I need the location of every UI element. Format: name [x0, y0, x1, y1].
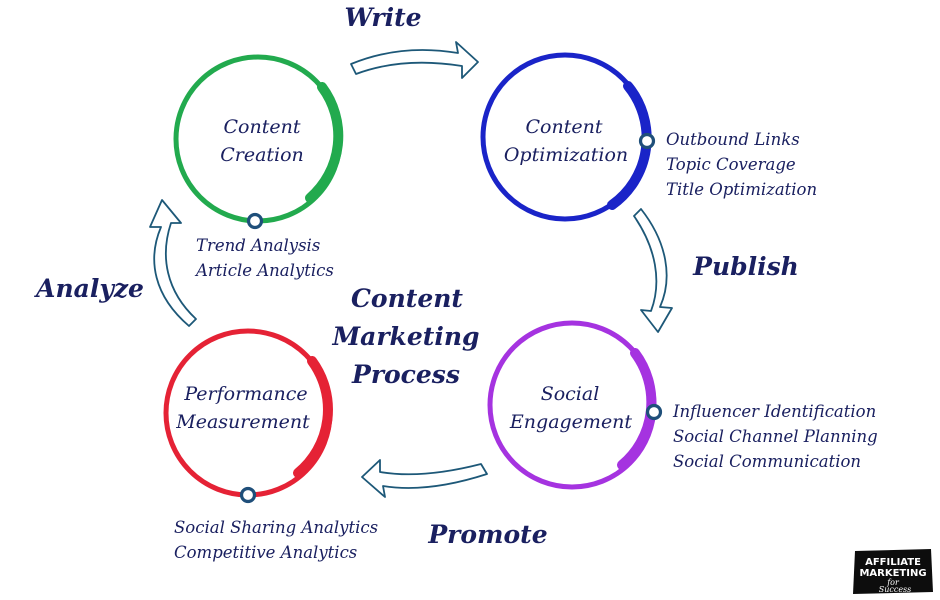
logo-text-line1: AFFILIATE	[865, 557, 921, 568]
content-creation-title-line1: Content	[224, 116, 301, 138]
performance-measurement-detail: Competitive Analytics	[174, 543, 357, 562]
stage-content-optimization: Content Optimization Outbound Links Topi…	[480, 52, 817, 222]
content-creation-connector-dot	[246, 212, 264, 230]
content-creation-detail: Trend Analysis	[196, 236, 320, 255]
content-creation-title-line2: Creation	[220, 144, 304, 166]
social-engagement-detail: Social Communication	[673, 452, 861, 471]
content-creation-detail: Article Analytics	[194, 261, 334, 280]
publish-arrow	[633, 208, 673, 333]
write-label: Write	[344, 3, 421, 32]
content-optimization-title-line1: Content	[526, 116, 603, 138]
stage-content-creation: Content Creation Trend Analysis Article …	[173, 54, 344, 280]
logo-text-line3: for	[886, 578, 900, 587]
center-title: Content Marketing Process	[332, 284, 480, 389]
social-engagement-connector-dot	[645, 403, 663, 421]
performance-measurement-title-line1: Performance	[183, 383, 307, 405]
performance-measurement-title-line2: Measurement	[175, 411, 310, 433]
logo-badge	[853, 549, 933, 594]
promote-label: Promote	[427, 520, 547, 549]
social-engagement-title-line2: Engagement	[509, 411, 633, 433]
logo-text-line2: MARKETING	[859, 568, 926, 579]
performance-measurement-connector-dot	[239, 486, 257, 504]
content-optimization-detail: Topic Coverage	[666, 155, 796, 174]
stage-social-engagement: Social Engagement Influencer Identificat…	[487, 320, 878, 490]
performance-measurement-detail: Social Sharing Analytics	[174, 518, 378, 537]
logo-text-line4: Success	[879, 585, 912, 594]
publish-label: Publish	[692, 252, 799, 281]
analyze-label: Analyze	[34, 274, 144, 303]
center-title-line3: Process	[351, 360, 460, 389]
content-creation-ring-accent	[305, 82, 344, 203]
content-optimization-title-line2: Optimization	[504, 144, 628, 166]
performance-measurement-ring-accent	[293, 356, 333, 478]
analyze-arrow	[149, 199, 197, 327]
center-title-line2: Marketing	[332, 322, 480, 351]
content-optimization-connector-dot	[638, 132, 656, 150]
social-engagement-detail: Influencer Identification	[672, 402, 876, 421]
content-optimization-detail: Title Optimization	[666, 180, 817, 199]
social-engagement-detail: Social Channel Planning	[673, 427, 878, 446]
write-arrow	[350, 41, 479, 79]
promote-arrow	[361, 459, 488, 498]
affiliate-marketing-logo: AFFILIATE MARKETING for Success	[853, 549, 933, 594]
stage-performance-measurement: Performance Measurement Social Sharing A…	[163, 328, 378, 562]
center-title-line1: Content	[351, 284, 463, 313]
social-engagement-title-line1: Social	[541, 383, 600, 405]
content-optimization-detail: Outbound Links	[666, 130, 800, 149]
